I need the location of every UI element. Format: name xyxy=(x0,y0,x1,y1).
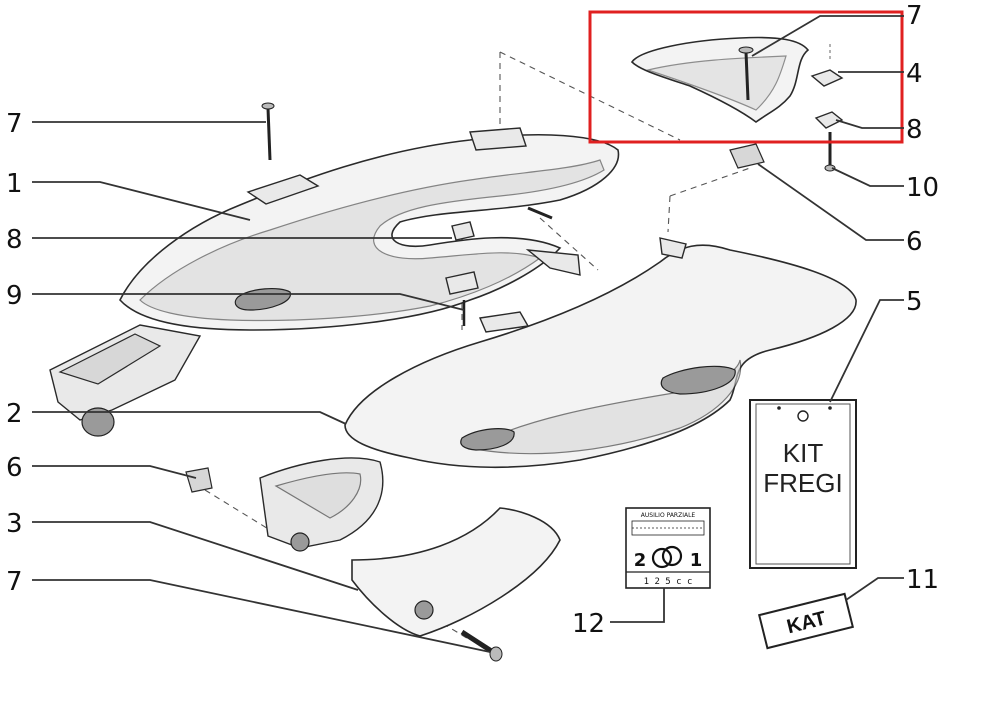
decal-right-digit: 1 xyxy=(690,550,703,571)
callout-8-right: 8 xyxy=(906,115,923,145)
callout-4: 4 xyxy=(906,59,923,89)
decal-footer: 1 2 5 c c xyxy=(644,577,693,587)
highlighted-parts-group xyxy=(588,10,904,172)
kit-fregi-bag-part-5: KIT FREGI xyxy=(749,399,857,569)
rear-hinge-bracket xyxy=(49,324,202,437)
kit-line-1: KIT xyxy=(783,438,824,468)
callout-1: 1 xyxy=(6,169,23,199)
decal-left-digit: 2 xyxy=(634,550,647,571)
callout-6-left: 6 xyxy=(6,453,23,483)
upper-side-cover-part-1 xyxy=(119,127,620,331)
highlight-box xyxy=(588,10,904,144)
kit-line-2: FREGI xyxy=(763,468,842,498)
callout-6-right: 6 xyxy=(906,227,923,257)
callout-12: 12 xyxy=(572,609,605,639)
decal-header: AUSILIO PARZIALE xyxy=(641,512,696,519)
fasteners xyxy=(185,102,553,662)
callout-10: 10 xyxy=(906,173,939,203)
callout-8-left: 8 xyxy=(6,225,23,255)
callout-7-bottom-left: 7 xyxy=(6,567,23,597)
lower-cover-part-3 xyxy=(259,457,561,637)
decal-part-12: AUSILIO PARZIALE 2 1 1 2 5 c c xyxy=(625,507,711,589)
callout-numbers: 7 1 8 9 2 6 3 7 7 4 8 10 6 5 11 12 xyxy=(6,1,939,639)
callout-5: 5 xyxy=(906,287,923,317)
side-panel-part-2 xyxy=(344,237,857,469)
kat-label-part-11: KAT xyxy=(757,592,855,650)
callout-3: 3 xyxy=(6,509,23,539)
leader-lines xyxy=(32,15,904,653)
callout-2: 2 xyxy=(6,399,23,429)
callout-7-top-right: 7 xyxy=(906,1,923,31)
callout-7-top-left: 7 xyxy=(6,109,23,139)
callout-11: 11 xyxy=(906,565,939,595)
callout-9: 9 xyxy=(6,281,23,311)
